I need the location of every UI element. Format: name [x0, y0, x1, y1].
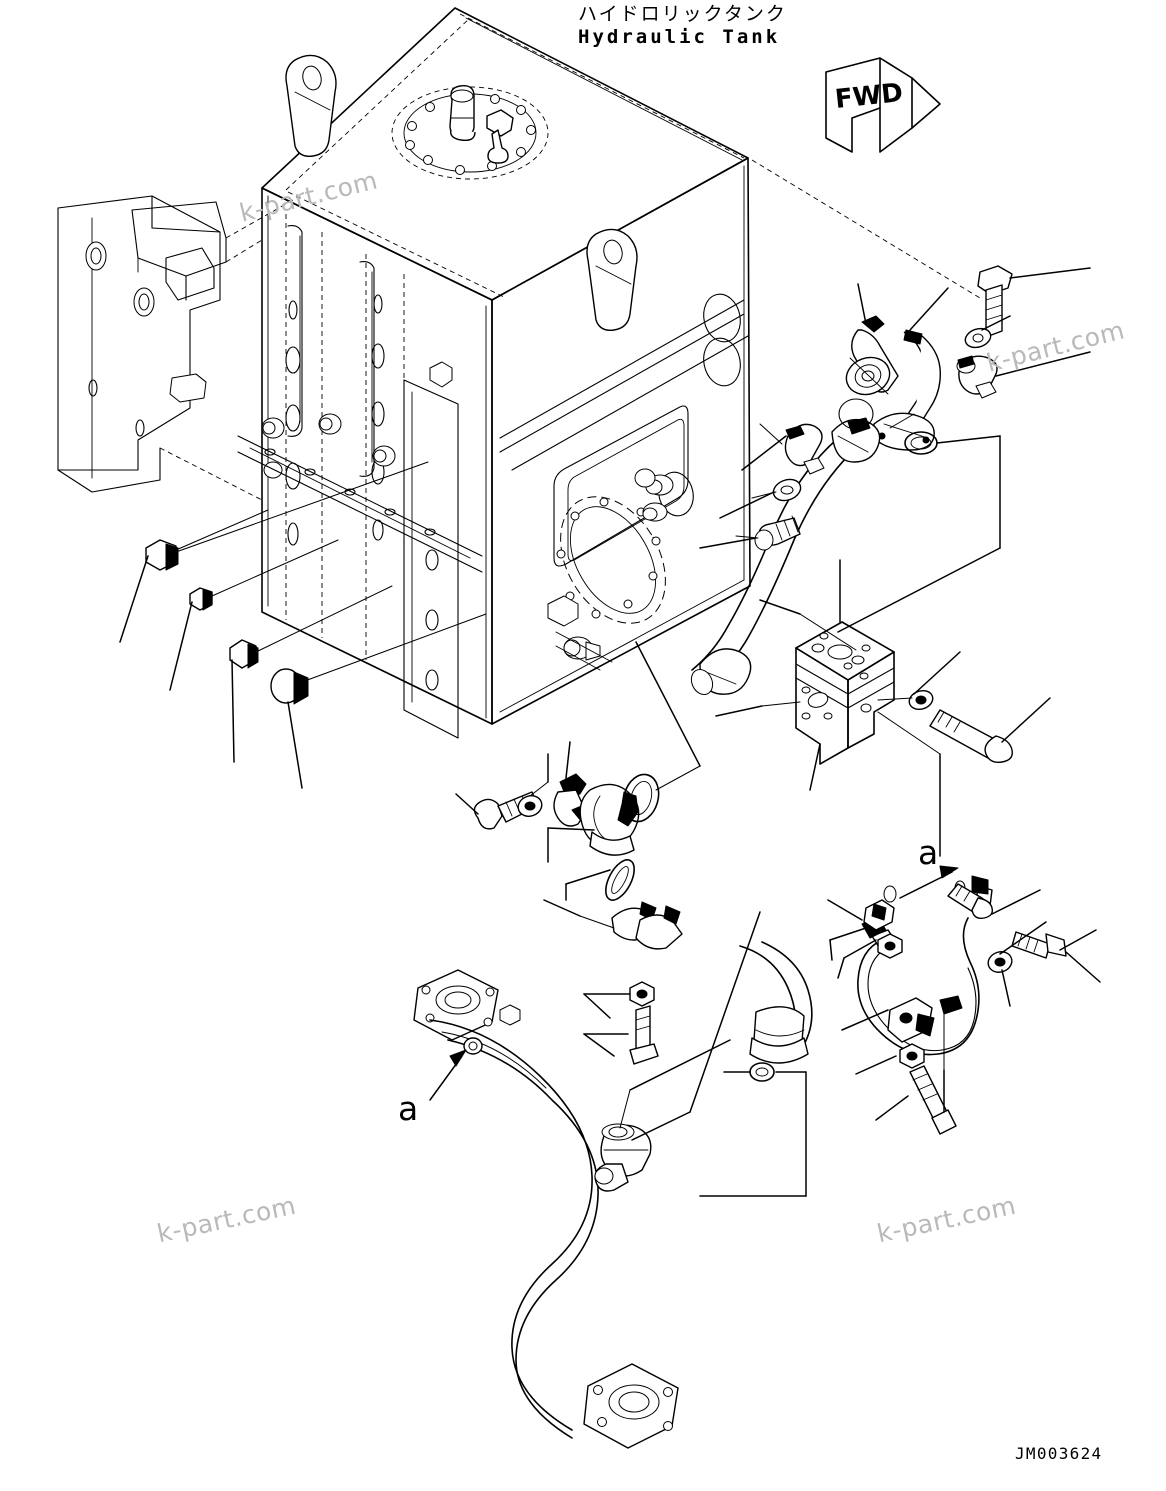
section-callout-a-right: a	[918, 833, 939, 872]
lifting-lug	[586, 228, 638, 331]
suction-hose-lower-end	[739, 941, 813, 1082]
lifting-lug	[285, 54, 337, 157]
nut	[899, 1043, 925, 1069]
elbow-fitting-upper	[845, 265, 1013, 451]
tank-mounting-bracket	[57, 195, 301, 501]
drawing-title-block: ハイドロリックタンク Hydraulic Tank	[578, 3, 978, 49]
tank-filler-cap	[391, 85, 549, 180]
nut	[629, 981, 655, 1007]
drain-tube-assembly	[857, 865, 1067, 1135]
fwd-label: FWD	[834, 78, 905, 115]
washer	[908, 689, 934, 711]
plug	[145, 539, 179, 571]
forward-direction-arrow: FWD	[825, 57, 941, 153]
washer	[987, 951, 1013, 973]
washer	[517, 795, 543, 817]
hose-clamp-group	[473, 773, 683, 1065]
title-english: Hydraulic Tank	[578, 25, 781, 48]
suction-hose	[690, 398, 938, 696]
nut	[877, 933, 903, 959]
plug-large	[270, 668, 309, 705]
o-ring	[622, 773, 660, 823]
title-japanese: ハイドロリックタンク	[578, 3, 787, 25]
plug	[229, 639, 259, 669]
clamp-body	[579, 783, 640, 856]
tank-side-fittings	[754, 423, 825, 551]
hydraulic-tank-body	[237, 7, 981, 739]
clamp-bracket	[887, 997, 935, 1043]
clamp	[863, 899, 895, 931]
washer	[964, 327, 992, 349]
bolt	[1011, 931, 1067, 959]
pipe-elbow-fitting	[594, 1123, 652, 1192]
section-callout-a-left: a	[398, 1089, 419, 1128]
suction-pipe	[413, 969, 679, 1449]
gasket	[605, 859, 635, 901]
bolt	[629, 1005, 659, 1065]
plug	[189, 587, 213, 611]
bolt-long	[909, 1065, 957, 1135]
bolt	[947, 883, 994, 920]
tank-port-fitting	[261, 413, 656, 488]
pipe-end-saddle	[611, 901, 683, 950]
bolt	[977, 265, 1013, 338]
leader-lines	[119, 267, 1101, 1197]
drawing-number: JM003624	[1015, 1444, 1103, 1463]
bolt-long	[929, 709, 1013, 764]
left-plug-group	[145, 539, 309, 705]
control-valve-block	[795, 621, 1013, 765]
tank-drain-boss	[563, 636, 601, 661]
